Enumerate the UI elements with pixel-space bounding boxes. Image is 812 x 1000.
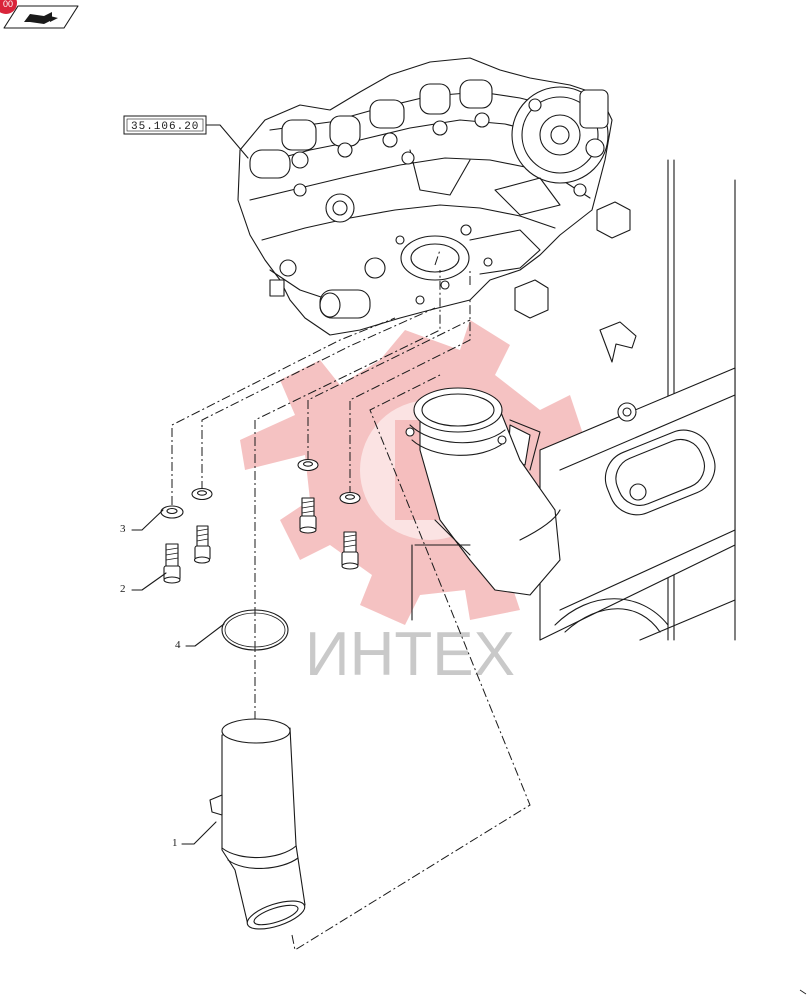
reference-box[interactable]: 35.106.20 <box>123 115 207 135</box>
book-with-arrow-icon <box>24 12 58 24</box>
callout-2[interactable]: 2 <box>120 572 167 595</box>
frame-chassis <box>507 159 736 641</box>
reference-label: 35.106.20 <box>131 121 199 133</box>
washer-left <box>160 505 184 519</box>
callout-4[interactable]: 4 <box>175 623 225 651</box>
valve-block-assembly <box>237 57 613 336</box>
corner-mark <box>799 989 807 995</box>
o-ring <box>221 609 289 651</box>
callout-1[interactable]: 1 <box>172 821 217 849</box>
svg-text:3: 3 <box>120 523 126 535</box>
assembly-lines <box>171 249 531 951</box>
bolt-left <box>163 543 181 584</box>
bolt <box>299 497 317 534</box>
reference-leader <box>205 124 249 159</box>
watermark-text: ИНТЕХ <box>305 620 515 689</box>
bolt <box>193 525 211 564</box>
washer <box>191 487 213 501</box>
svg-text:1: 1 <box>172 837 178 849</box>
page-badge: 00 <box>0 0 17 14</box>
callout-3[interactable]: 3 <box>120 509 164 535</box>
svg-text:2: 2 <box>120 583 126 595</box>
washer <box>339 491 361 505</box>
installed-suction-pipe <box>405 387 561 621</box>
badge-text: 00 <box>3 0 13 9</box>
svg-text:4: 4 <box>175 639 181 651</box>
bolt <box>341 531 359 570</box>
washer <box>297 458 319 472</box>
nav-tab[interactable] <box>3 5 79 29</box>
suction-pipe <box>209 718 306 930</box>
